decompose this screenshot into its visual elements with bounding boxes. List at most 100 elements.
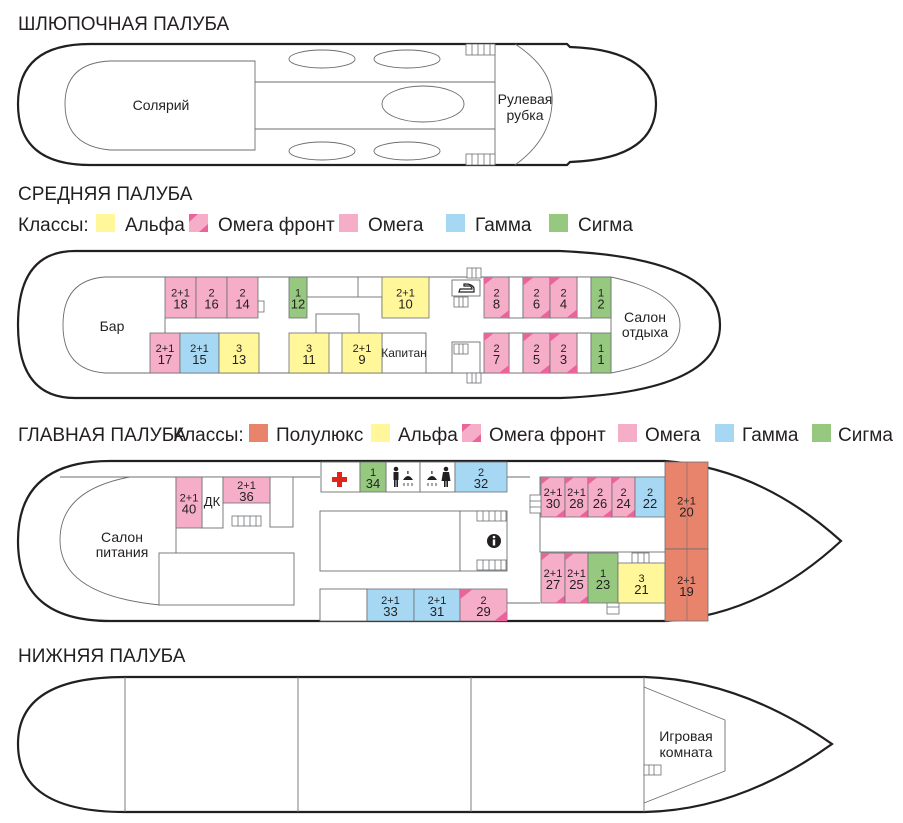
cabin-4[interactable]: 24 [549, 276, 578, 319]
cabin-number: 21 [634, 582, 648, 597]
cabin-10[interactable]: 2+110 [381, 276, 430, 319]
lounge-label-2: отдыха [622, 324, 669, 340]
cabin-beds: 1 [598, 343, 604, 355]
omega-front-stripe [541, 553, 551, 561]
cabin-24[interactable]: 224 [611, 476, 636, 518]
omega-front-stripe [541, 477, 551, 485]
cabin-20[interactable]: 2+120 [664, 461, 709, 550]
cabin-number: 22 [643, 496, 657, 511]
cabin-31[interactable]: 2+131 [413, 588, 461, 622]
solarium-outline [64, 60, 256, 151]
stairs-icon [465, 153, 496, 166]
cabin-21[interactable]: 321 [617, 562, 666, 604]
dining-label-1: Салон [101, 529, 143, 545]
central-block [319, 510, 461, 572]
cabin-16[interactable]: 216 [195, 276, 228, 319]
cabin-fill [288, 332, 330, 374]
dining-outline [59, 476, 176, 606]
cabin-fill [634, 476, 666, 518]
lifeboat [373, 49, 441, 69]
cabin-34[interactable]: 134 [359, 461, 387, 493]
cabin-1[interactable]: 11 [590, 332, 612, 374]
cabin-22[interactable]: 222 [634, 476, 666, 518]
cabin-fill [218, 332, 260, 374]
cabin-beds: 2+1 [396, 288, 415, 300]
lower-deck-hull [16, 675, 834, 814]
ironing-room [451, 279, 481, 297]
omega-front-stripe [602, 509, 612, 517]
legend-classes-label: Классы: [173, 425, 244, 446]
cabin-7[interactable]: 27 [483, 332, 510, 374]
service-room [508, 332, 524, 374]
cabin-3[interactable]: 23 [549, 332, 578, 374]
cabin-number: 6 [533, 297, 540, 312]
cabin-14[interactable]: 214 [226, 276, 259, 319]
cabin-17[interactable]: 2+117 [149, 332, 181, 374]
cabin-13[interactable]: 313 [218, 332, 260, 374]
cabin-36[interactable]: 2+136 [222, 476, 271, 504]
cabin-beds: 2+1 [567, 487, 586, 499]
cabin-15[interactable]: 2+115 [179, 332, 220, 374]
cabin-number: 33 [383, 604, 397, 619]
omega-front-stripe [588, 477, 598, 485]
omega-front-stripe [460, 589, 473, 600]
legend-swatch-alpha [96, 214, 115, 232]
cabin-5[interactable]: 25 [522, 332, 551, 374]
cabin-26[interactable]: 226 [587, 476, 613, 518]
legend-swatch-omega [618, 424, 637, 442]
cabin-25[interactable]: 2+125 [564, 552, 589, 604]
central-hatch [381, 85, 465, 123]
cabin-number: 26 [593, 496, 607, 511]
legend-gamma: Гамма [475, 215, 532, 236]
omega-front-stripe [539, 364, 550, 373]
cabin-6[interactable]: 26 [522, 276, 551, 319]
cabin-beds: 2+1 [677, 496, 696, 508]
middle-deck-legend: Классы: Альфа Омега фронт Омега Гамма Си… [18, 214, 633, 236]
game-room-label-2: комната [660, 744, 713, 760]
omega-front-stripe [555, 509, 565, 517]
omega-front-stripe [523, 333, 534, 342]
lifeboat [288, 49, 356, 69]
bar-outline [62, 276, 165, 374]
cabin-fill [587, 476, 613, 518]
cabin-beds: 2 [208, 288, 214, 300]
cabin-29[interactable]: 229 [459, 588, 508, 622]
cabin-11[interactable]: 311 [288, 332, 330, 374]
cabin-beds: 2 [647, 487, 653, 499]
cabin-number: 29 [476, 604, 490, 619]
cabin-2[interactable]: 12 [590, 276, 612, 319]
cabin-beds: 2+1 [353, 343, 372, 355]
legend-swatch-omega-front [189, 214, 208, 232]
lounge-label-1: Салон [624, 309, 666, 325]
cabin-fill [222, 476, 271, 504]
legend-swatch-omega-front [462, 424, 481, 442]
cabin-beds: 2+1 [381, 595, 400, 607]
omega-front-stripe [565, 553, 575, 561]
cabin-9[interactable]: 2+19 [341, 332, 383, 374]
cabin-number: 19 [679, 584, 693, 599]
cabin-beds: 2 [239, 288, 245, 300]
cabin-32[interactable]: 232 [454, 461, 508, 493]
cabin-beds: 1 [598, 288, 604, 300]
cabin-fill [175, 476, 203, 529]
legend-omega-front: Омега фронт [218, 215, 335, 236]
cabin-12[interactable]: 112 [288, 276, 308, 319]
cabin-beds: 2+1 [544, 568, 563, 580]
cabin-8[interactable]: 28 [483, 276, 510, 319]
cabin-28[interactable]: 2+128 [564, 476, 589, 518]
cabin-33[interactable]: 2+133 [366, 588, 415, 622]
cabin-19[interactable]: 2+119 [664, 548, 709, 622]
cabin-40[interactable]: 2+140 [175, 476, 203, 529]
cabin-number: 34 [366, 476, 380, 491]
omega-front-stripe [555, 595, 565, 603]
cabin-beds: 1 [600, 568, 606, 580]
cabin-23[interactable]: 123 [587, 552, 619, 604]
cabin-27[interactable]: 2+127 [540, 552, 566, 604]
legend-swatch-omega [339, 214, 358, 232]
cabin-18[interactable]: 2+118 [164, 276, 197, 319]
omega-front-stripe [539, 309, 550, 318]
cabin-30[interactable]: 2+130 [540, 476, 566, 518]
bar-label: Бар [100, 318, 125, 334]
legend-semi-lux: Полулюкс [276, 425, 363, 446]
service-room [508, 276, 524, 319]
